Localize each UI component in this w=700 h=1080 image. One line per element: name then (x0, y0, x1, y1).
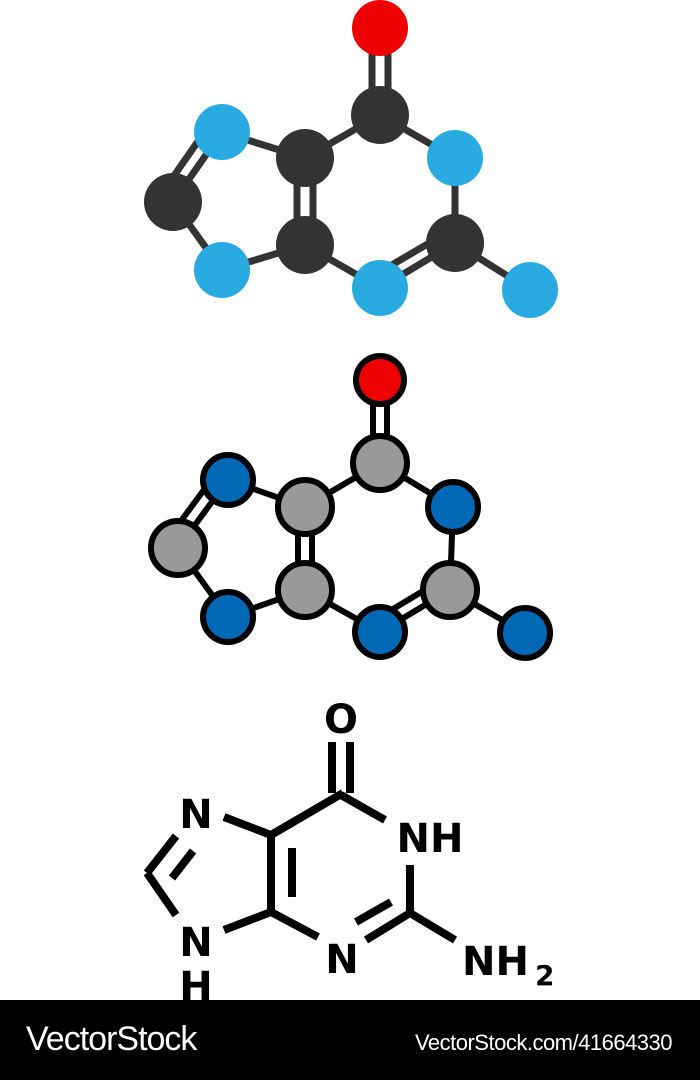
oxygen-label: O (324, 697, 358, 743)
amino-label: NH (462, 939, 529, 985)
image-url: VectorStock.com/41664330 (414, 1030, 673, 1055)
oxygen-atom (352, 0, 408, 56)
n7-label: N (179, 792, 212, 838)
nitrogen-atom (497, 605, 553, 661)
carbon-atom (275, 477, 335, 537)
nitrogen-atom (425, 479, 481, 535)
nitrogen-atom (194, 104, 250, 160)
n9-label: N (179, 920, 212, 966)
guanine-diagram: O NH N N H N NH 2 (143, 0, 558, 1000)
brand-logo: VectorStock (26, 1020, 197, 1058)
atom-labels: O NH N N H N NH 2 (179, 697, 554, 1000)
carbon-atom (276, 129, 334, 187)
carbon-atom (426, 214, 484, 272)
amino-subscript: 2 (535, 959, 554, 992)
nitrogen-atom (352, 604, 408, 660)
carbon-atom (351, 86, 409, 144)
flat-atoms (144, 0, 558, 318)
carbon-atom (144, 173, 202, 231)
nitrogen-atom (200, 589, 256, 645)
oxygen-atom (353, 353, 407, 407)
nitrogen-atom (427, 130, 483, 186)
nitrogen-atom (200, 452, 256, 508)
carbon-atom (148, 518, 208, 578)
nitrogen-atom (502, 262, 558, 318)
n3-label: N (325, 937, 358, 983)
nitrogen-atom (352, 260, 408, 316)
outlined-atoms (148, 353, 553, 661)
carbon-atom (276, 216, 334, 274)
structural-formula (143, 742, 458, 944)
h9-label: H (179, 964, 212, 1000)
carbon-atom (420, 560, 480, 620)
nh-label: NH (397, 816, 464, 862)
nitrogen-atom (194, 242, 250, 298)
watermark-banner: VectorStock VectorStock.com/41664330 (0, 1000, 700, 1080)
carbon-atom (350, 433, 410, 493)
carbon-atom (275, 560, 335, 620)
